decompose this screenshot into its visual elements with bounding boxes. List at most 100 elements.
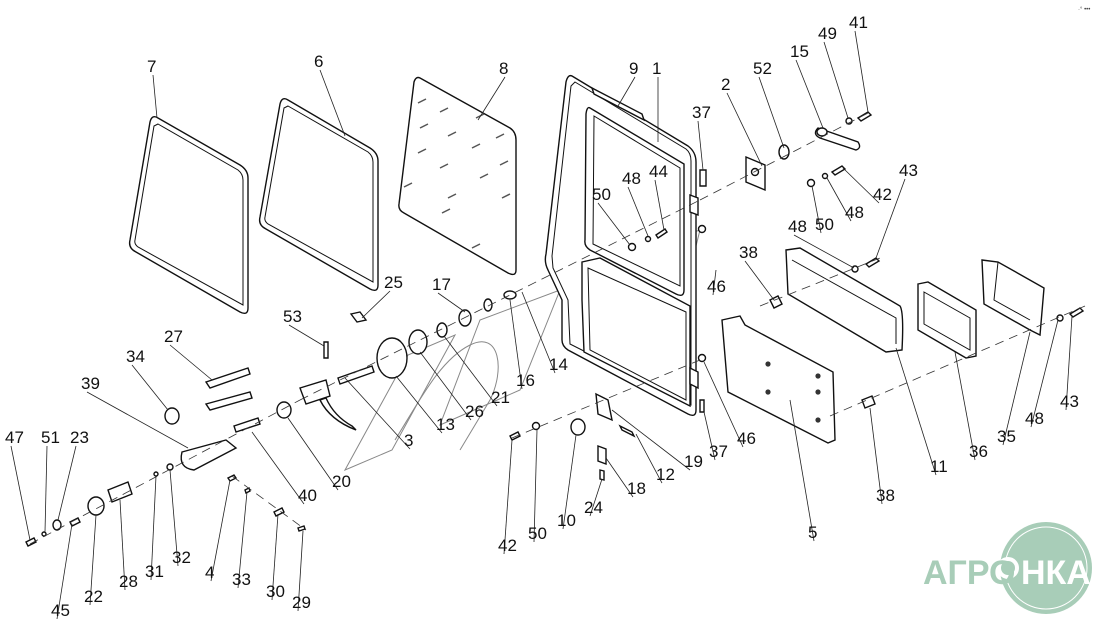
callout-c16: 16 bbox=[516, 371, 535, 390]
callout-c9: 9 bbox=[629, 59, 638, 78]
part-30-spring bbox=[273, 507, 285, 517]
part-45-screw bbox=[69, 517, 81, 527]
leader-line bbox=[271, 513, 279, 601]
leader-line bbox=[793, 234, 855, 269]
part-29-pin bbox=[297, 525, 306, 532]
part-20-cylinder bbox=[276, 401, 292, 419]
leader-line bbox=[287, 417, 339, 491]
part-7-window-seal bbox=[128, 115, 249, 315]
part-21-washer bbox=[436, 322, 448, 338]
leader-line bbox=[726, 92, 763, 167]
callout-c1: 1 bbox=[652, 59, 661, 78]
part-27-levers bbox=[204, 367, 253, 411]
leader-line bbox=[288, 324, 325, 347]
part-35-housing bbox=[981, 259, 1045, 337]
callout-c46a: 46 bbox=[707, 277, 726, 296]
part-46-nut-lower bbox=[697, 353, 707, 363]
assembly-axes bbox=[29, 111, 1086, 545]
part-48-washer-inner bbox=[644, 235, 652, 243]
part-9-seal-strip bbox=[590, 86, 646, 122]
callout-c27: 27 bbox=[164, 327, 183, 346]
part-16-plate bbox=[503, 290, 517, 300]
callout-c23: 23 bbox=[70, 428, 89, 447]
callout-c42a: 42 bbox=[873, 185, 892, 204]
leader-line bbox=[437, 292, 466, 313]
leader-line bbox=[654, 179, 665, 231]
callout-c38b: 38 bbox=[876, 486, 895, 505]
part-40-rod bbox=[233, 417, 261, 433]
leader-line bbox=[789, 399, 815, 542]
leader-line bbox=[131, 364, 169, 411]
callout-c46b: 46 bbox=[737, 429, 756, 448]
callout-c15: 15 bbox=[790, 42, 809, 61]
part-53-pin bbox=[323, 341, 329, 359]
leader-line bbox=[89, 514, 97, 606]
callout-c35: 35 bbox=[997, 427, 1016, 446]
callout-c20: 20 bbox=[332, 472, 351, 491]
part-50-nut bbox=[806, 178, 816, 188]
part-28-cylinder bbox=[107, 481, 133, 503]
part-13-rosette bbox=[376, 337, 408, 379]
leader-line bbox=[56, 523, 73, 620]
leader-line bbox=[395, 375, 443, 434]
leader-line bbox=[869, 407, 883, 505]
lower-hinge-lug bbox=[689, 366, 699, 390]
leader-line bbox=[119, 499, 126, 591]
leader-line bbox=[744, 260, 775, 301]
leader-line bbox=[57, 445, 77, 521]
part-48-washer bbox=[821, 172, 829, 180]
callout-c40: 40 bbox=[298, 486, 317, 505]
part-18-clip bbox=[597, 444, 607, 466]
part-2-hinge-bracket bbox=[745, 155, 766, 192]
part-6-window-seal bbox=[258, 97, 379, 292]
callout-c33: 33 bbox=[232, 570, 251, 589]
callout-c7: 7 bbox=[147, 57, 156, 76]
leader-line bbox=[703, 361, 744, 448]
leader-line bbox=[533, 429, 538, 543]
part-37-bolt-upper bbox=[699, 169, 707, 187]
leader-line bbox=[617, 76, 636, 107]
part-50-nut-lower bbox=[531, 421, 541, 431]
part-50-nut-inner bbox=[627, 242, 637, 252]
callout-c2: 2 bbox=[721, 75, 730, 94]
leader-line bbox=[210, 479, 231, 582]
part-43-bolt-housing bbox=[1068, 307, 1085, 318]
callout-c38a: 38 bbox=[739, 243, 758, 262]
leader-line bbox=[875, 178, 906, 259]
leader-line bbox=[419, 351, 472, 421]
agronka-logo: АГРО НКА bbox=[923, 522, 1092, 614]
callout-c43a: 43 bbox=[899, 161, 918, 180]
callout-c29: 29 bbox=[292, 593, 311, 612]
leader-line bbox=[795, 59, 824, 129]
callout-c21: 21 bbox=[491, 388, 510, 407]
callout-c50b: 50 bbox=[815, 215, 834, 234]
part-1-door-frame bbox=[544, 74, 697, 417]
part-12-screw bbox=[618, 424, 636, 438]
part-36-frame bbox=[917, 281, 977, 359]
leader-line bbox=[344, 377, 411, 450]
callout-c11: 11 bbox=[930, 457, 948, 476]
leader-line bbox=[521, 291, 556, 374]
callout-c52: 52 bbox=[753, 59, 772, 78]
callout-c22: 22 bbox=[84, 587, 103, 606]
leader-line bbox=[611, 409, 691, 471]
leader-line bbox=[169, 469, 179, 567]
callout-c36: 36 bbox=[969, 442, 988, 461]
callout-c12: 12 bbox=[656, 465, 675, 484]
part-26-bearing bbox=[408, 329, 428, 355]
callout-c25: 25 bbox=[384, 273, 403, 292]
leader-line bbox=[503, 439, 513, 555]
corner-mark: ·° ••• bbox=[1078, 7, 1090, 13]
leader-line bbox=[169, 344, 213, 381]
part-10-roller bbox=[570, 418, 586, 436]
callout-c32: 32 bbox=[172, 548, 191, 567]
leader-line bbox=[297, 530, 304, 612]
callout-c43b: 43 bbox=[1060, 392, 1079, 411]
leader-line bbox=[895, 347, 937, 476]
part-21-washer-2 bbox=[483, 298, 493, 312]
leader-line bbox=[86, 391, 189, 449]
part-42-bolt-lower bbox=[509, 431, 521, 441]
part-19-latch-bracket bbox=[595, 392, 613, 422]
callout-c4: 4 bbox=[205, 563, 214, 582]
